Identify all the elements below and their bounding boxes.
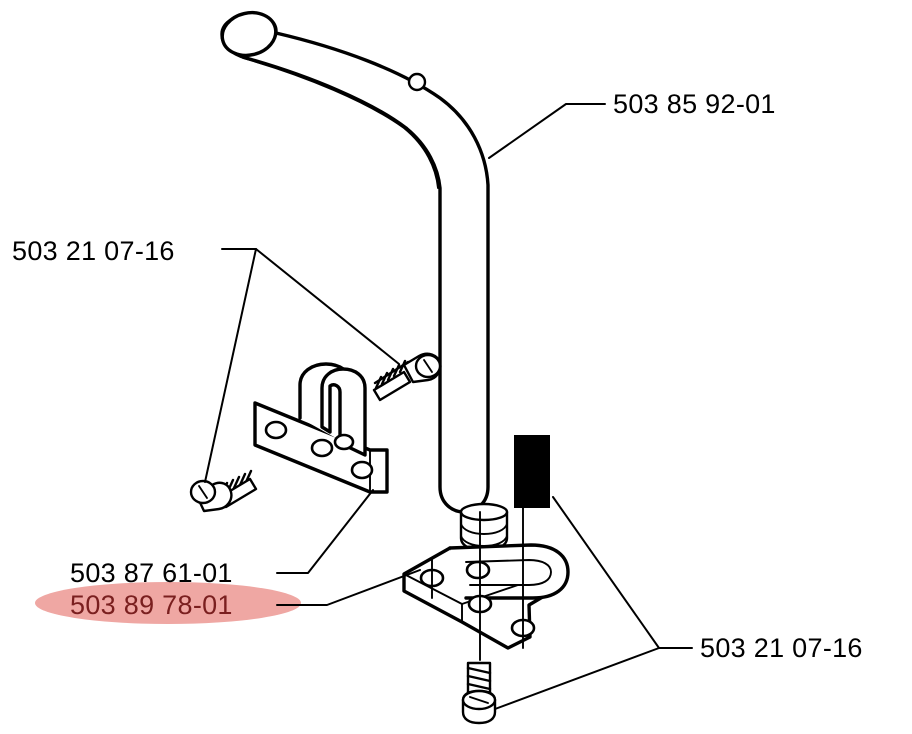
screw-upper-right (372, 352, 442, 402)
leader-screw-upper-left (204, 248, 257, 483)
label-screws-lower: 503 21 07-16 (700, 633, 863, 663)
lower-mounting-bracket (402, 507, 570, 661)
washer-stack (459, 502, 509, 553)
upper-plate-hole-3 (350, 460, 374, 480)
leader-handlebar (488, 103, 606, 159)
label-handlebar: 503 85 92-01 (613, 89, 776, 119)
screw-ur-shank-body (372, 370, 412, 402)
tube-pin-hole (407, 72, 427, 92)
leader-lower-bracket (276, 569, 421, 606)
leader-screw-upper-right (221, 248, 400, 365)
tube-open-end (220, 10, 278, 58)
screw-ur-head-slot (423, 359, 433, 373)
washer-top (459, 502, 509, 522)
lower-plate-arm-inner (465, 559, 552, 586)
highlight-ellipse (35, 582, 301, 624)
upper-clamp-tab-hole (333, 433, 355, 451)
screw-upper-left (189, 469, 258, 513)
leader-screw-lower (494, 647, 660, 710)
screw-lower-head-slot (469, 696, 489, 704)
label-upper-bracket: 503 87 61-01 (70, 558, 233, 588)
screw-ur-threads (374, 359, 407, 390)
upper-plate-hole-2 (310, 438, 334, 458)
washer-divider-1 (460, 523, 508, 535)
upper-mounting-bracket (253, 362, 389, 494)
label-screws-upper: 503 21 07-16 (12, 236, 175, 266)
screw-lower (461, 661, 497, 725)
screw-ul-head-slot (198, 485, 208, 499)
leader-upper-bracket (276, 489, 374, 574)
tube-inner-edge (242, 57, 439, 189)
lower-plate-hole-2 (465, 560, 491, 580)
upper-clamp-tab-front (320, 367, 367, 457)
leader-black-block (552, 496, 693, 649)
label-lower-bracket-highlighted: 503 89 78-01 (70, 590, 233, 620)
black-block (514, 435, 550, 508)
upper-plate-hole-1 (264, 420, 288, 440)
handle-bar-tube (220, 10, 490, 514)
